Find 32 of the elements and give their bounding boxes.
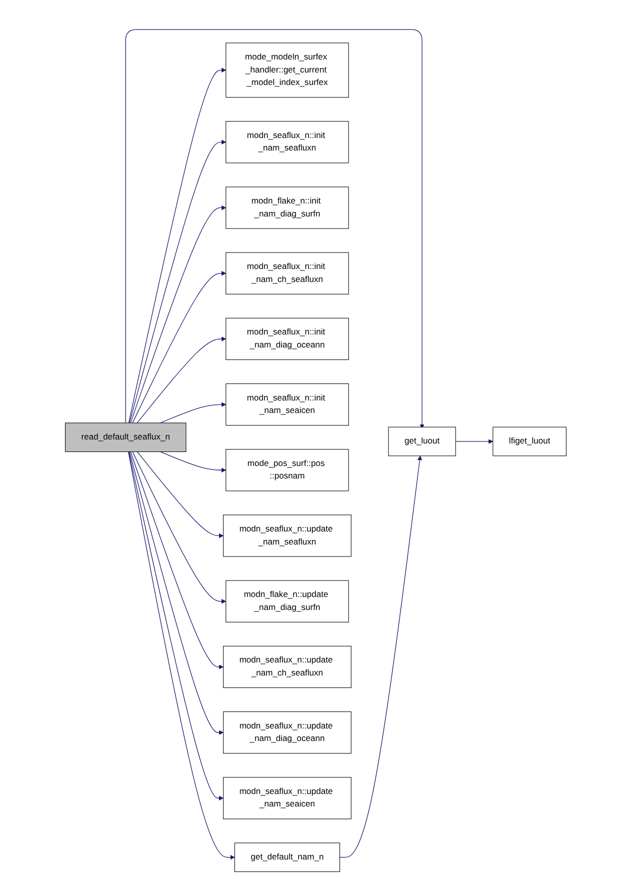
node-box: get_luout (388, 426, 456, 456)
arrow (126, 29, 425, 429)
node-box: modn_seaflux_n::init _nam_seaicen (226, 383, 350, 426)
node-box: modn_seaflux_n::init _nam_seafluxn (226, 121, 350, 164)
arrow (160, 402, 226, 424)
arrow (132, 271, 226, 424)
node-box: modn_flake_n::update _nam_diag_surfn (226, 580, 350, 622)
arrow (132, 451, 226, 604)
arrow (340, 456, 422, 858)
node-box: modn_seaflux_n::update _nam_ch_seafluxn (223, 646, 352, 688)
node-box: modn_seaflux_n::update _nam_seaicen (223, 777, 352, 820)
node-box: modn_flake_n::init _nam_diag_surfn (226, 186, 350, 229)
node-box: modn_seaflux_n::init _nam_ch_seafluxn (226, 252, 350, 294)
node-box: get_default_nam_n (234, 842, 340, 872)
node-box: modn_seaflux_n::update _nam_diag_oceann (223, 711, 352, 754)
node-box: mode_pos_surf::pos ::posnam (226, 449, 350, 492)
arrow (130, 451, 224, 670)
arrow (128, 68, 226, 424)
arrow (129, 451, 224, 735)
arrow (128, 451, 224, 800)
arrow (129, 140, 226, 424)
arrow (456, 439, 494, 444)
node-box: read_default_seaflux_n (65, 422, 187, 452)
arrow (160, 451, 226, 472)
arrow (128, 451, 236, 860)
arrow (137, 451, 224, 538)
node-box: modn_seaflux_n::init _nam_diag_oceann (226, 318, 350, 360)
arrow (130, 205, 226, 424)
node-box: lfiget_luout (492, 426, 567, 456)
node-box: mode_modeln_surfex _handler::get_current _model_index_surfex (226, 42, 350, 98)
arrow (137, 336, 226, 424)
node-box: modn_seaflux_n::update _nam_seafluxn (223, 514, 352, 557)
